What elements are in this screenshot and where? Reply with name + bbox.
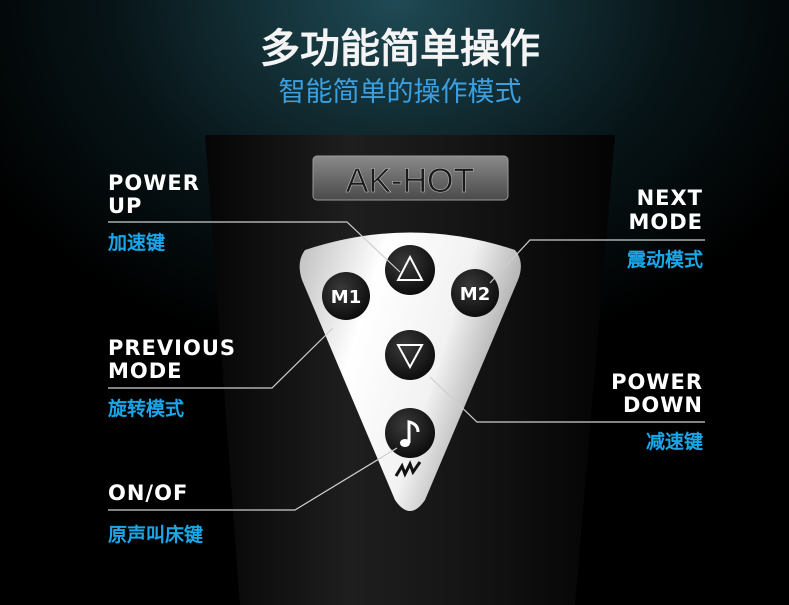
- power-up-label-zh: 加速键: [107, 231, 165, 254]
- power-up-button[interactable]: [385, 245, 435, 295]
- power-down-label: POWER: [611, 370, 703, 394]
- m1-button[interactable]: M1: [322, 272, 370, 320]
- next-mode-leader-line: [489, 239, 705, 284]
- next-mode-label-zh: 震动模式: [627, 248, 703, 271]
- power-down-label-2: DOWN: [623, 393, 703, 417]
- previous-mode-label-zh: 旋转模式: [107, 397, 184, 420]
- previous-mode-label: PREVIOUS: [108, 336, 236, 360]
- triangle-down-icon: [396, 344, 424, 370]
- music-note-icon: [400, 420, 420, 447]
- on-off-label-zh: 原声叫床键: [108, 523, 203, 546]
- on-off-leader-line: [108, 447, 398, 511]
- power-down-button[interactable]: [385, 330, 435, 380]
- brand-logo: AK-HOT: [312, 155, 509, 201]
- page-subtitle: 智能简单的操作模式: [279, 77, 522, 108]
- power-up-leader-line: [108, 221, 401, 273]
- vibration-wave-icon: [394, 460, 422, 478]
- power-up-label-2: UP: [108, 194, 142, 218]
- music-button[interactable]: [385, 408, 435, 458]
- m1-label: M1: [331, 287, 361, 308]
- svg-text:AK-HOT: AK-HOT: [346, 162, 474, 200]
- page-title: 多功能简单操作: [260, 26, 540, 72]
- m2-label: M2: [460, 284, 490, 305]
- previous-mode-leader-line: [108, 327, 334, 389]
- power-up-label: POWER: [108, 171, 200, 195]
- next-mode-label: NEXT: [637, 186, 703, 210]
- next-mode-label-2: MODE: [628, 210, 703, 234]
- previous-mode-label-2: MODE: [108, 359, 183, 383]
- power-down-label-zh: 减速键: [646, 430, 703, 453]
- on-off-label: ON/OF: [108, 481, 188, 505]
- triangle-up-icon: [396, 254, 424, 281]
- power-down-leader-line: [429, 376, 705, 423]
- m2-button[interactable]: M2: [451, 269, 499, 317]
